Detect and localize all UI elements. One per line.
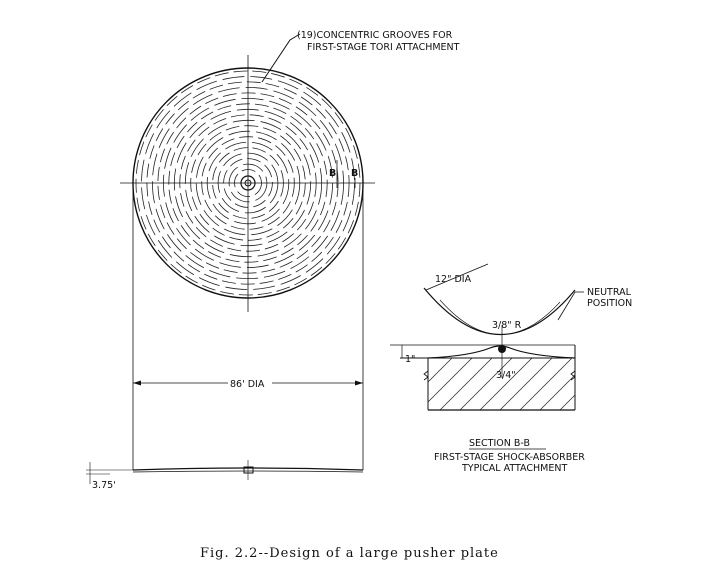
hatch-line: [539, 374, 575, 410]
section-mark-left: B: [329, 168, 336, 179]
depth-label: 1": [405, 354, 415, 365]
plan-view: (19)CONCENTRIC GROOVES FOR FIRST-STAGE T…: [86, 30, 460, 491]
hatch-line: [479, 358, 533, 410]
section-view: 12" DIA NEUTRAL POSITION 3/8" R 3/4" 1" …: [390, 263, 652, 474]
hatch-line: [439, 358, 493, 410]
hatch-line: [428, 358, 453, 383]
thickness-label: 3.75': [92, 480, 116, 491]
neutral-label-1: NEUTRAL: [587, 287, 632, 298]
section-mark-right: B: [351, 168, 358, 179]
grooves-leader: [261, 33, 301, 83]
hatch-line: [459, 358, 513, 410]
hatch-line: [580, 358, 632, 410]
hatch-line: [600, 358, 652, 410]
section-subtitle-2: TYPICAL ATTACHMENT: [461, 463, 567, 474]
grooves-label-1: (19)CONCENTRIC GROOVES FOR: [297, 30, 453, 41]
profile-hub: [243, 466, 254, 474]
neutral-label-2: POSITION: [587, 298, 632, 309]
section-subtitle-1: FIRST-STAGE SHOCK-ABSORBER: [434, 452, 585, 463]
figure-caption: Fig. 2.2--Design of a large pusher plate: [200, 546, 499, 561]
hatch-line: [428, 358, 473, 403]
hatch-line: [499, 358, 553, 410]
grooves-label-2: FIRST-STAGE TORI ATTACHMENT: [307, 42, 460, 53]
radius-label: 3/8" R: [492, 320, 522, 331]
hatch-line: [559, 394, 575, 410]
section-title: SECTION B-B: [469, 438, 530, 449]
torus-dia-label: 12" DIA: [435, 274, 472, 285]
width-label: 3/4": [496, 370, 516, 381]
diameter-label: 86' DIA: [230, 379, 265, 390]
hatch-line: [519, 358, 573, 410]
